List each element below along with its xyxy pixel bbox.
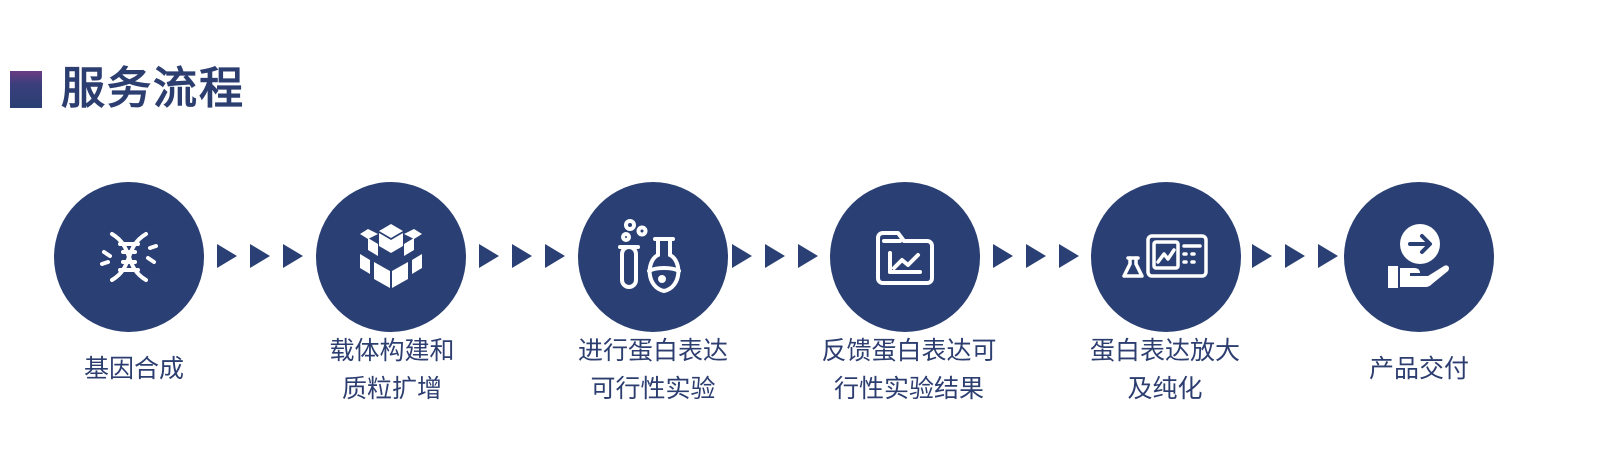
step-3-circle bbox=[578, 182, 728, 332]
step-3-label: 进行蛋白表达 可行性实验 bbox=[577, 336, 728, 403]
step-4-label: 反馈蛋白表达可 行性实验结果 bbox=[821, 336, 997, 403]
flask-icon bbox=[618, 219, 681, 294]
cubes-icon bbox=[360, 224, 422, 288]
title-marker bbox=[10, 70, 42, 108]
step-2-circle bbox=[316, 182, 466, 332]
step-1-circle bbox=[54, 182, 204, 332]
step-4-circle bbox=[830, 182, 980, 332]
dna-icon bbox=[100, 232, 158, 282]
lab-instrument-icon bbox=[1122, 234, 1208, 278]
step-2-label: 载体构建和 质粒扩增 bbox=[329, 336, 455, 403]
step-arrows-2 bbox=[479, 244, 565, 268]
step-arrows-5 bbox=[1252, 244, 1338, 268]
step-5-circle bbox=[1091, 182, 1241, 332]
page-title: 服务流程 bbox=[61, 63, 245, 114]
step-1-label: 基因合成 bbox=[83, 354, 184, 383]
chart-folder-icon bbox=[876, 231, 934, 285]
step-5-label: 蛋白表达放大 及纯化 bbox=[1089, 336, 1240, 403]
step-arrows-4 bbox=[993, 244, 1079, 268]
step-arrows-3 bbox=[732, 244, 818, 268]
step-arrows-1 bbox=[217, 244, 303, 268]
section-header: 服务流程 bbox=[10, 64, 245, 114]
step-6-circle bbox=[1344, 182, 1494, 332]
step-6-label: 产品交付 bbox=[1368, 354, 1469, 383]
hand-delivery-icon bbox=[1388, 224, 1450, 288]
